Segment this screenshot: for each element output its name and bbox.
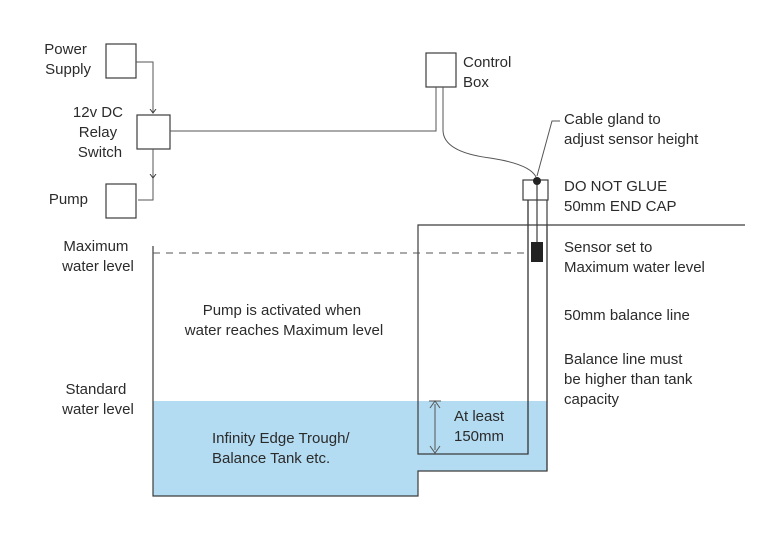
balance-higher-label: Balance line must be higher than tank ca… (564, 351, 697, 408)
max-level-label: Maximum water level (61, 238, 134, 275)
cable-gland-label: Cable gland to adjust sensor height (564, 111, 699, 148)
relay-switch-box (136, 114, 171, 150)
pump-activated-label: Pump is activated when water reaches Max… (184, 302, 383, 339)
relay-switch-label: 12v DC Relay Switch (73, 104, 127, 161)
power-to-relay-connector (136, 61, 153, 113)
end-cap-label: DO NOT GLUE 50mm END CAP (564, 178, 677, 215)
balance-line-label: 50mm balance line (564, 307, 690, 324)
trough-label: Infinity Edge Trough/ Balance Tank etc. (212, 430, 354, 467)
control-to-sensor-cable (442, 87, 537, 178)
pump-label: Pump (49, 191, 88, 208)
power-supply-label: Power Supply (44, 41, 91, 78)
dimension-arrow-bottom (429, 445, 441, 454)
power-supply-box (105, 43, 137, 79)
relay-to-control-connector (170, 87, 437, 132)
relay-to-pump-connector (138, 149, 154, 201)
control-box (425, 52, 457, 88)
sensor-set-label: Sensor set to Maximum water level (564, 239, 705, 276)
pump-box (105, 183, 137, 219)
cable-gland (533, 177, 541, 185)
water-body (153, 401, 547, 496)
standard-level-label: Standard water level (61, 381, 134, 418)
control-box-label: Control Box (463, 54, 516, 91)
cable-gland-leader (536, 120, 560, 177)
sensor (531, 242, 543, 262)
at-least-label: At least 150mm (454, 408, 508, 445)
